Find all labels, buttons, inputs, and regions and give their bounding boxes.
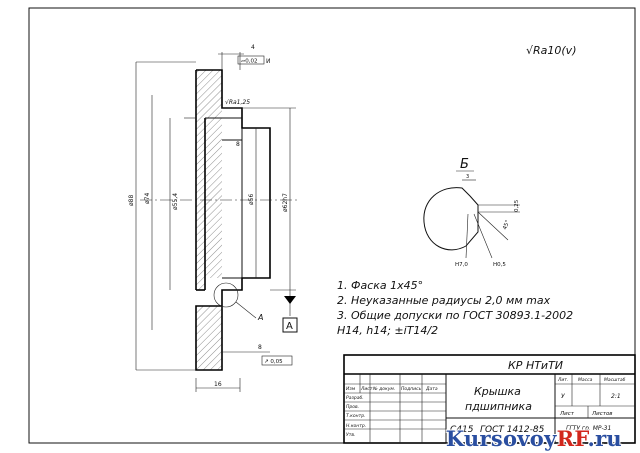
scale-value: 2:1 xyxy=(611,393,621,400)
dim-bottom-width: 16 xyxy=(214,381,222,388)
detail-dim-side: 0,25 xyxy=(514,199,520,212)
datum-triangle xyxy=(284,296,296,304)
detail-fit2: Н0,5 xyxy=(493,262,506,268)
hdr-sign: Подпись xyxy=(401,386,422,392)
row-nkontr: Н.контр. xyxy=(346,423,366,429)
tolerance-datum: И xyxy=(266,58,271,65)
detail-a-circle xyxy=(213,282,239,308)
datum-box xyxy=(282,317,298,333)
title-block xyxy=(343,354,636,444)
scale-header: Масштаб xyxy=(604,377,626,383)
material-std: ГОСТ 1412-85 xyxy=(480,425,545,435)
hdr-doc: № докум. xyxy=(372,386,395,392)
row-tkontr: Т.контр. xyxy=(346,413,366,419)
dim-d55: ø55,4 xyxy=(172,193,179,210)
datum-letter: А xyxy=(286,321,293,332)
doc-code: КР НТиТИ xyxy=(508,359,563,372)
row-utv: Утв. xyxy=(346,432,355,438)
watermark-accent: RF xyxy=(556,426,588,451)
note-4: H14, h14; ±iT14/2 xyxy=(337,324,438,337)
row-prov: Пров. xyxy=(346,404,359,410)
detail-dim-top: 3 xyxy=(466,174,469,180)
tolerance-frame-value: ▱0,02 xyxy=(241,59,257,65)
runout-value: ↗ 0,05 xyxy=(264,359,283,365)
general-roughness: √Ra10(v) xyxy=(526,44,576,57)
detail-b: Б 3 0,25 45° Н7,0 Н0,5 xyxy=(423,157,520,268)
note-2: 2. Неуказанные радиусы 2,0 мм max xyxy=(337,294,551,307)
lit-value: У xyxy=(561,393,565,400)
runout-frame xyxy=(261,355,293,366)
hdr-date: Дата xyxy=(425,386,438,392)
lit-header: Лит. xyxy=(557,377,568,383)
material-code: С415 xyxy=(450,425,474,435)
note-1: 1. Фаска 1х45° xyxy=(337,279,423,292)
callout-a: А xyxy=(257,313,263,322)
row-razrab: Разраб. xyxy=(346,395,364,401)
part-name-2: пдшипника xyxy=(465,400,532,413)
tolerance-frame xyxy=(237,55,265,65)
part-name-1: Крышка xyxy=(474,385,521,398)
dim-shoulder: 8 xyxy=(236,141,240,148)
sheets-label: Листов xyxy=(591,411,613,417)
part-section-view xyxy=(140,69,300,371)
mass-header: Масса xyxy=(578,377,593,383)
dim-top-width: 4 xyxy=(251,44,255,51)
face-roughness: √Ra1,25 xyxy=(225,99,250,106)
dim-d74: ø74 xyxy=(144,193,151,204)
detail-title: Б xyxy=(460,157,469,172)
dim-d62: ø62h7 xyxy=(282,193,289,212)
dim-d56: ø56 xyxy=(248,194,255,205)
detail-fit1: Н7,0 xyxy=(455,262,468,268)
sheet-frame xyxy=(28,7,636,444)
dim-small-width: 8 xyxy=(258,344,262,351)
watermark-tail: .ru xyxy=(587,426,622,451)
hdr-list: Лист xyxy=(360,386,373,392)
watermark: KursovoyRF.ru xyxy=(446,426,622,451)
detail-angle: 45° xyxy=(502,219,511,230)
diameter-dimensions xyxy=(135,61,296,371)
dim-d88: ø88 xyxy=(128,195,135,206)
hdr-izm: Изм xyxy=(346,386,356,392)
sheet-label: Лист xyxy=(559,411,575,417)
note-3: 3. Общие допуски по ГОСТ 30893.1-2002 xyxy=(337,309,573,322)
org-label: ГГТУ гр. МР-31 xyxy=(566,425,611,432)
watermark-main: Kursovoy xyxy=(445,426,557,451)
